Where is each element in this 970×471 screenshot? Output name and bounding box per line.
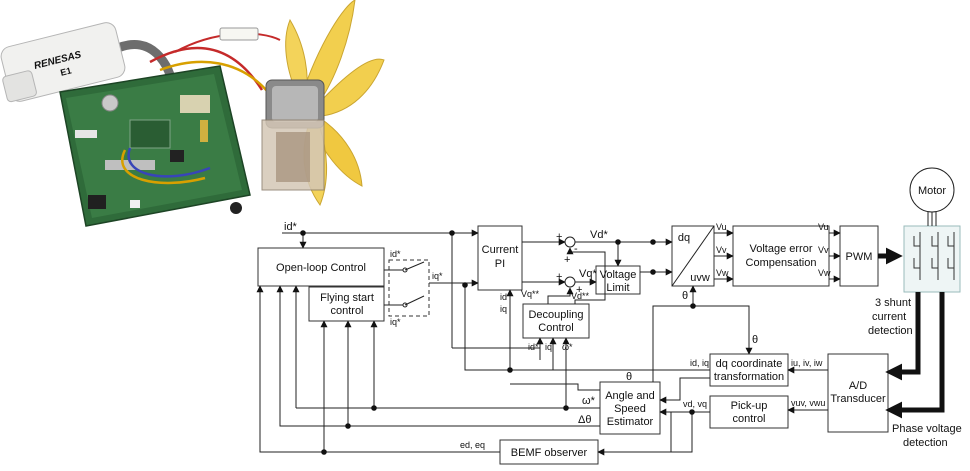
label-iq-star-out: iq* (432, 271, 443, 281)
sum-junction-q (564, 276, 576, 288)
pcb-board (59, 65, 251, 227)
dq-uvw-diagonal (671, 225, 715, 287)
estimator-label-2: Speed (614, 403, 646, 415)
label-theta-2: θ (752, 334, 758, 346)
wire-blue (127, 147, 211, 178)
label-plus-1: + (556, 231, 562, 243)
flying-start-label-2: control (330, 305, 363, 317)
switch-arm-1 (404, 261, 425, 271)
label-iq-star-sw: iq* (390, 317, 401, 327)
label-iq-fb: iq (500, 304, 507, 314)
emulator-model: E1 (59, 65, 72, 77)
pickup-label-1: Pick-up (731, 400, 768, 412)
connector (219, 27, 259, 41)
label-vq-star2: Vq** (521, 289, 540, 299)
label-ed-eq: ed, eq (460, 440, 485, 450)
label-id-fb: id (500, 292, 507, 302)
ad-transducer-block (827, 353, 889, 433)
ad-label-1: A/D (849, 380, 867, 392)
label-vd-star2: Vd** (571, 291, 590, 301)
flying-start-block (308, 286, 385, 322)
label-plus-2: + (556, 271, 562, 283)
hardware-photo: RENESAS E1 (0, 0, 385, 227)
dq-transform-block (709, 353, 789, 387)
emulator-device: RENESAS E1 (0, 22, 126, 103)
label-vuv-vwu: vuv, vwu (791, 398, 825, 408)
label-iu-iv-iw: iu, iv, iw (791, 358, 823, 368)
current-pi-label-2: PI (495, 258, 505, 270)
label-minus-1: - (574, 243, 578, 255)
current-pi-label-1: Current (482, 244, 519, 256)
dq-transform-label-2: transformation (714, 371, 784, 383)
estimator-block (599, 381, 661, 435)
label-id-iq: id, iq (690, 358, 709, 368)
label-plus-3: + (576, 284, 582, 296)
wire-red (149, 46, 264, 91)
label-phase-2: detection (903, 437, 948, 449)
decoupling-control-block (522, 303, 590, 339)
junction-dots (300, 230, 696, 455)
open-loop-control-label: Open-loop Control (276, 262, 366, 274)
voltage-error-label-1: Voltage error (750, 243, 813, 255)
voltage-error-label-2: Compensation (746, 257, 817, 269)
bemf-label: BEMF observer (511, 447, 588, 459)
dq-transform-label-1: dq coordinate (716, 358, 783, 370)
label-vu-2: Vu (818, 222, 829, 232)
label-id-star-sw: id* (390, 249, 401, 259)
switch-box (388, 259, 430, 317)
label-vw: Vw (716, 268, 729, 278)
label-vv-2: Vv (818, 245, 829, 255)
ad-label-2: Transducer (830, 393, 886, 405)
label-vq-star: Vq* (579, 268, 597, 280)
wire-yellow (159, 60, 269, 93)
uvw-label: uvw (690, 272, 710, 284)
label-vu: Vu (716, 222, 727, 232)
decoupling-label-2: Control (538, 322, 573, 334)
label-dec-iq: iq (545, 342, 552, 352)
pickup-label-2: control (732, 413, 765, 425)
dq-label: dq (678, 232, 690, 244)
voltage-limit-label-1: Voltage (600, 269, 637, 281)
voltage-error-block (732, 225, 830, 287)
label-dec-id: id* (528, 342, 539, 352)
label-delta-theta: Δθ (578, 414, 591, 426)
label-phase-1: Phase voltage (892, 423, 962, 435)
label-vd-vq: vd, vq (683, 399, 707, 409)
current-pi-block (477, 225, 523, 291)
label-shunt-2: current (872, 311, 906, 323)
wire-yellow-2 (121, 149, 206, 185)
label-theta-1: θ (682, 290, 688, 302)
label-dec-w: ω* (562, 342, 573, 352)
label-vd-star: Vd* (590, 229, 608, 241)
switch-arm-2 (404, 295, 425, 306)
label-theta-3: θ (626, 371, 632, 383)
label-shunt-1: 3 shunt (875, 297, 911, 309)
label-plus-4: + (564, 254, 570, 266)
label-shunt-3: detection (868, 325, 913, 337)
label-id-star-in: id* (284, 221, 298, 233)
fan-assembly (261, 0, 385, 207)
decoupling-label-1: Decoupling (528, 309, 583, 321)
voltage-limit-label-2: Limit (606, 282, 629, 294)
label-vv: Vv (716, 245, 727, 255)
estimator-label-1: Angle and (605, 390, 655, 402)
open-loop-control-block (257, 247, 385, 287)
pwm-label: PWM (846, 251, 873, 263)
label-omega-star: ω* (582, 395, 596, 407)
inverter-block (903, 225, 961, 293)
label-vw-2: Vw (818, 268, 831, 278)
bemf-observer-block (499, 439, 599, 465)
estimator-label-3: Estimator (607, 416, 654, 428)
motor-label: Motor (918, 185, 946, 197)
flying-start-label-1: Flying start (320, 292, 374, 304)
